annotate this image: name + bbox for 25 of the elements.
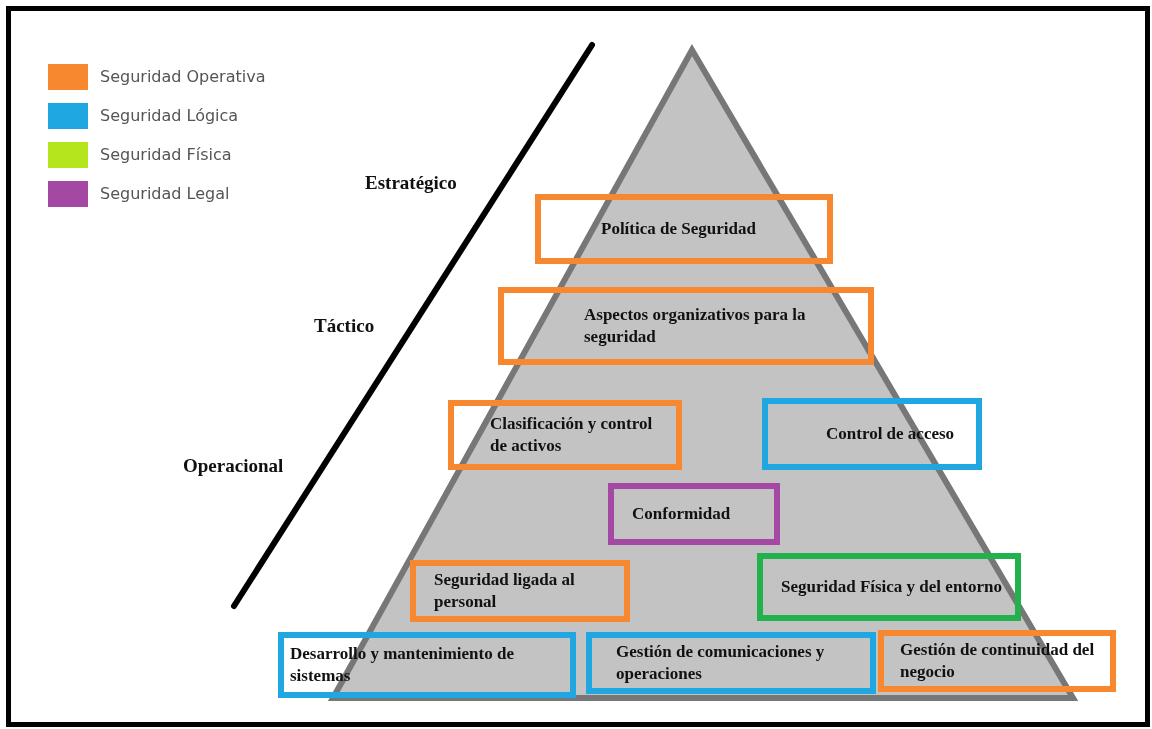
category-box [762,398,982,470]
category-box [586,632,876,694]
category-box [410,560,630,622]
legend-label: Seguridad Lógica [100,106,239,125]
box-label: Seguridad Física y del entorno [781,575,1002,598]
box-label: Aspectos organizativos para la seguridad [584,303,807,348]
legend-label: Seguridad Operativa [100,67,266,86]
legend-label: Seguridad Física [100,145,232,164]
box-label: Gestión de continuidad del negocio [900,638,1096,683]
category-box [535,194,833,264]
box-label: Clasificación y control de activos [490,412,654,457]
level-label: Estratégico [365,172,457,194]
legend-label: Seguridad Legal [100,184,230,203]
level-label: Táctico [314,315,375,337]
category-box [278,632,576,698]
level-label: Operacional [183,455,284,477]
box-label: Seguridad ligada al personal [434,568,576,613]
box-label: Conformidad [632,502,731,525]
category-box [878,630,1116,692]
box-label: Gestión de comunicaciones y operaciones [616,640,826,685]
box-label: Política de Seguridad [601,217,756,240]
category-box [498,287,874,365]
category-box [608,483,780,545]
category-box [448,400,682,470]
category-box [757,553,1021,621]
